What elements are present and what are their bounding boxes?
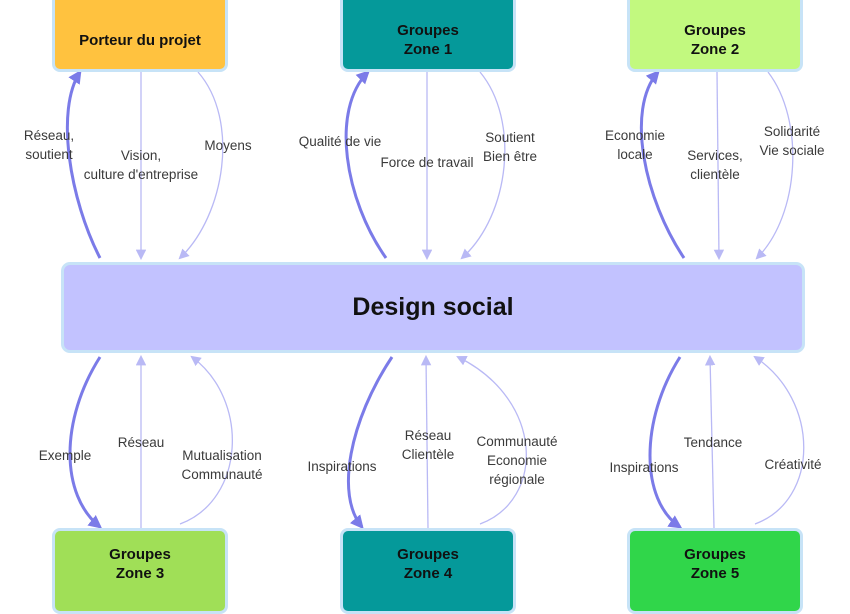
node-label: Groupes <box>684 546 746 563</box>
node-groupes-zone-5: Groupes Zone 5 <box>627 528 803 614</box>
node-groupes-zone-1: Groupes Zone 1 <box>340 0 516 72</box>
edge-label-force: Force de travail <box>380 155 474 170</box>
central-label: Design social <box>352 293 514 321</box>
edge-label-exemple: Exemple <box>38 448 92 463</box>
connector-edges <box>65 69 805 530</box>
edge-exemple <box>68 356 103 529</box>
node-label: Groupes <box>109 546 171 563</box>
node-label: Groupes <box>397 546 459 563</box>
node-design-social: Design social <box>61 262 805 353</box>
edge-label-qualite: Qualité de vie <box>298 134 382 149</box>
node-label: Groupes <box>684 22 746 39</box>
edge-tendance <box>704 354 716 529</box>
edge-inspirations5 <box>648 356 683 529</box>
edge-label-inspirations-5: Inspirations <box>609 460 679 475</box>
edge-label-vision: Vision,culture d'entreprise <box>83 148 199 182</box>
edge-soutient <box>460 71 506 260</box>
edge-label-creativite: Créativité <box>764 457 822 472</box>
node-sublabel: Zone 4 <box>403 565 453 582</box>
edge-reseau-clientele <box>420 354 432 529</box>
node-groupes-zone-3: Groupes Zone 3 <box>52 528 228 614</box>
edge-label-tendance: Tendance <box>683 435 743 450</box>
edge-creativite <box>753 355 805 525</box>
edge-moyens <box>178 71 224 260</box>
edge-label-reseau: Réseau <box>117 435 165 450</box>
edge-economie <box>639 69 686 259</box>
edge-label-reseau-soutient: Réseau,soutient <box>23 128 75 162</box>
node-porteur-du-projet: Porteur du projet <box>52 0 228 72</box>
edge-label-services: Services,clientèle <box>687 148 743 182</box>
edge-label-moyens: Moyens <box>204 138 252 153</box>
node-sublabel: Zone 3 <box>115 565 165 582</box>
node-label: Porteur du projet <box>79 31 201 49</box>
node-sublabel: Zone 2 <box>690 41 740 58</box>
edge-solidarite <box>755 71 794 260</box>
edge-mutualisation <box>179 355 233 525</box>
node-groupes-zone-2: Groupes Zone 2 <box>627 0 803 72</box>
node-sublabel: Zone 5 <box>690 565 740 582</box>
edge-services <box>713 71 725 261</box>
node-groupes-zone-4: Groupes Zone 4 <box>340 528 516 614</box>
edge-qualite <box>344 70 388 259</box>
node-label: Groupes <box>397 22 459 39</box>
edge-label-inspirations-4: Inspirations <box>307 459 377 474</box>
edge-inspirations4 <box>346 356 394 530</box>
edge-communaute <box>456 356 527 525</box>
edge-reseau-soutient <box>65 69 102 259</box>
node-sublabel: Zone 1 <box>403 41 453 58</box>
